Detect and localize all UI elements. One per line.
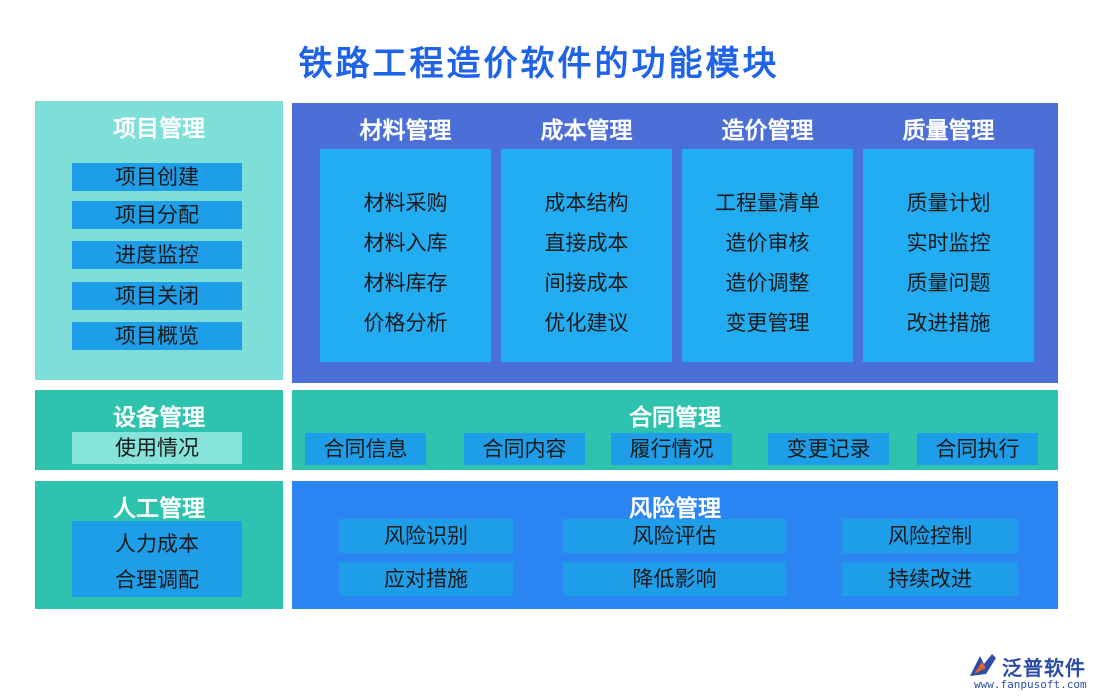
contract-management-panel: 合同管理 合同信息 合同内容 履行情况 变更记录 合同执行	[292, 390, 1058, 470]
contract-item: 合同内容	[464, 433, 585, 465]
project-management-title: 项目管理	[113, 116, 205, 142]
module-item: 实时监控	[906, 231, 991, 255]
module-item: 材料采购	[363, 191, 448, 215]
material-management-box: 材料采购 材料入库 材料库存 价格分析	[320, 149, 491, 362]
module-item: 材料库存	[363, 271, 448, 295]
logo-name: 泛普软件	[1002, 656, 1086, 680]
risk-item: 风险评估	[563, 519, 786, 553]
brand-logo: 泛普软件 www.fanpusoft.com	[966, 650, 1096, 694]
risk-item: 持续改进	[842, 562, 1018, 596]
contract-management-title: 合同管理	[629, 405, 721, 431]
material-management-title: 材料管理	[359, 118, 452, 144]
risk-item: 风险识别	[339, 519, 513, 553]
contract-item: 合同信息	[305, 433, 426, 465]
page-title: 铁路工程造价软件的功能模块	[298, 44, 780, 84]
equipment-management-title: 设备管理	[113, 405, 205, 431]
quality-management-box: 质量计划 实时监控 质量问题 改进措施	[863, 149, 1034, 362]
logo-url: www.fanpusoft.com	[974, 678, 1087, 691]
labor-items-box: 人力成本 合理调配	[72, 521, 242, 597]
module-item: 优化建议	[544, 311, 629, 335]
pricing-management-title: 造价管理	[721, 118, 814, 144]
project-item: 进度监控	[72, 241, 242, 269]
risk-item: 降低影响	[563, 562, 786, 596]
labor-item: 人力成本	[115, 532, 199, 556]
project-item: 项目创建	[72, 163, 242, 191]
core-modules-panel: 材料管理 材料采购 材料入库 材料库存 价格分析 成本管理 成本结构 直接成本 …	[292, 103, 1058, 383]
labor-item: 合理调配	[115, 568, 199, 592]
module-item: 材料入库	[363, 231, 448, 255]
risk-item: 应对措施	[339, 562, 513, 596]
pricing-management-box: 工程量清单 造价审核 造价调整 变更管理	[682, 149, 853, 362]
module-item: 成本结构	[544, 191, 629, 215]
module-item: 直接成本	[544, 231, 629, 255]
module-item: 间接成本	[544, 271, 629, 295]
risk-management-title: 风险管理	[629, 496, 721, 522]
project-management-panel: 项目管理 项目创建 项目分配 进度监控 项目关闭 项目概览	[35, 101, 283, 380]
module-item: 质量计划	[906, 191, 991, 215]
module-item: 价格分析	[363, 311, 448, 335]
labor-management-title: 人工管理	[113, 496, 205, 522]
cost-management-box: 成本结构 直接成本 间接成本 优化建议	[501, 149, 672, 362]
fanpu-logo-icon	[970, 654, 996, 676]
contract-item: 履行情况	[611, 433, 732, 465]
project-item: 项目概览	[72, 322, 242, 350]
risk-item: 风险控制	[842, 519, 1018, 553]
equipment-item: 使用情况	[72, 432, 242, 464]
module-item: 质量问题	[906, 271, 991, 295]
module-item: 改进措施	[906, 311, 991, 335]
contract-item: 合同执行	[917, 433, 1038, 465]
contract-item: 变更记录	[768, 433, 889, 465]
module-item: 工程量清单	[715, 191, 820, 215]
cost-management-title: 成本管理	[540, 118, 633, 144]
labor-management-panel: 人工管理 人力成本 合理调配	[35, 481, 283, 609]
module-item: 造价审核	[725, 231, 810, 255]
module-item: 造价调整	[725, 271, 810, 295]
project-item: 项目关闭	[72, 282, 242, 310]
equipment-management-panel: 设备管理 使用情况	[35, 390, 283, 470]
quality-management-title: 质量管理	[902, 118, 995, 144]
module-item: 变更管理	[725, 311, 810, 335]
project-item: 项目分配	[72, 201, 242, 229]
risk-management-panel: 风险管理 风险识别 风险评估 风险控制 应对措施 降低影响 持续改进	[292, 481, 1058, 609]
